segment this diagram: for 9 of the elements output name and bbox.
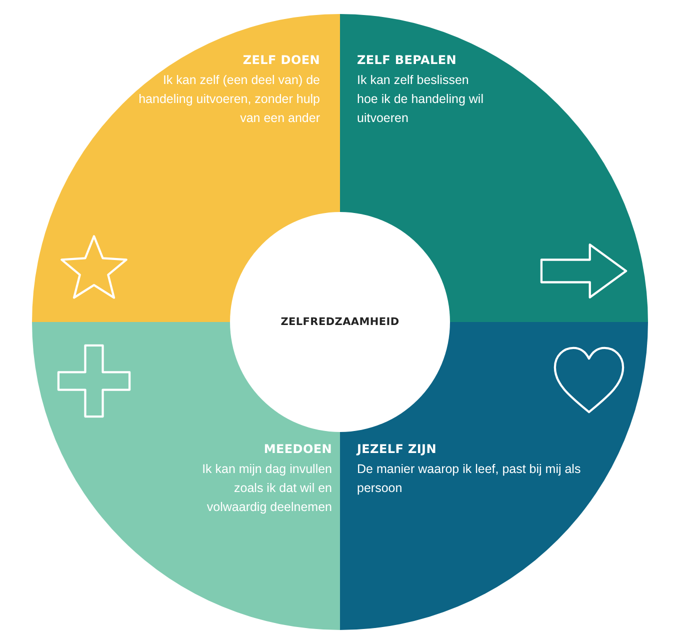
segment-description: Ik kan zelf (een deel van) de handeling uitvoeren, zonder hulp van een ander (138, 72, 320, 127)
segment-heading: ZELF DOEN (242, 52, 320, 68)
segment-description: Ik kan mijn dag invullen zoals ik dat wil en volwaardig deelnemen (202, 461, 332, 516)
segment-heading: ZELF BEPALEN (357, 52, 458, 68)
segment-heading: MEEDOEN (262, 441, 332, 457)
segment-description: De manier waarop ik leef, past bij mij als persoon (357, 461, 582, 497)
center-title: ZELFREDZAAMHEID (280, 316, 400, 328)
segment-description: Ik kan zelf beslissen hoe ik de handeling wil uitvoeren (357, 72, 484, 127)
segment-heading: JEZELF ZIJN (357, 441, 438, 457)
